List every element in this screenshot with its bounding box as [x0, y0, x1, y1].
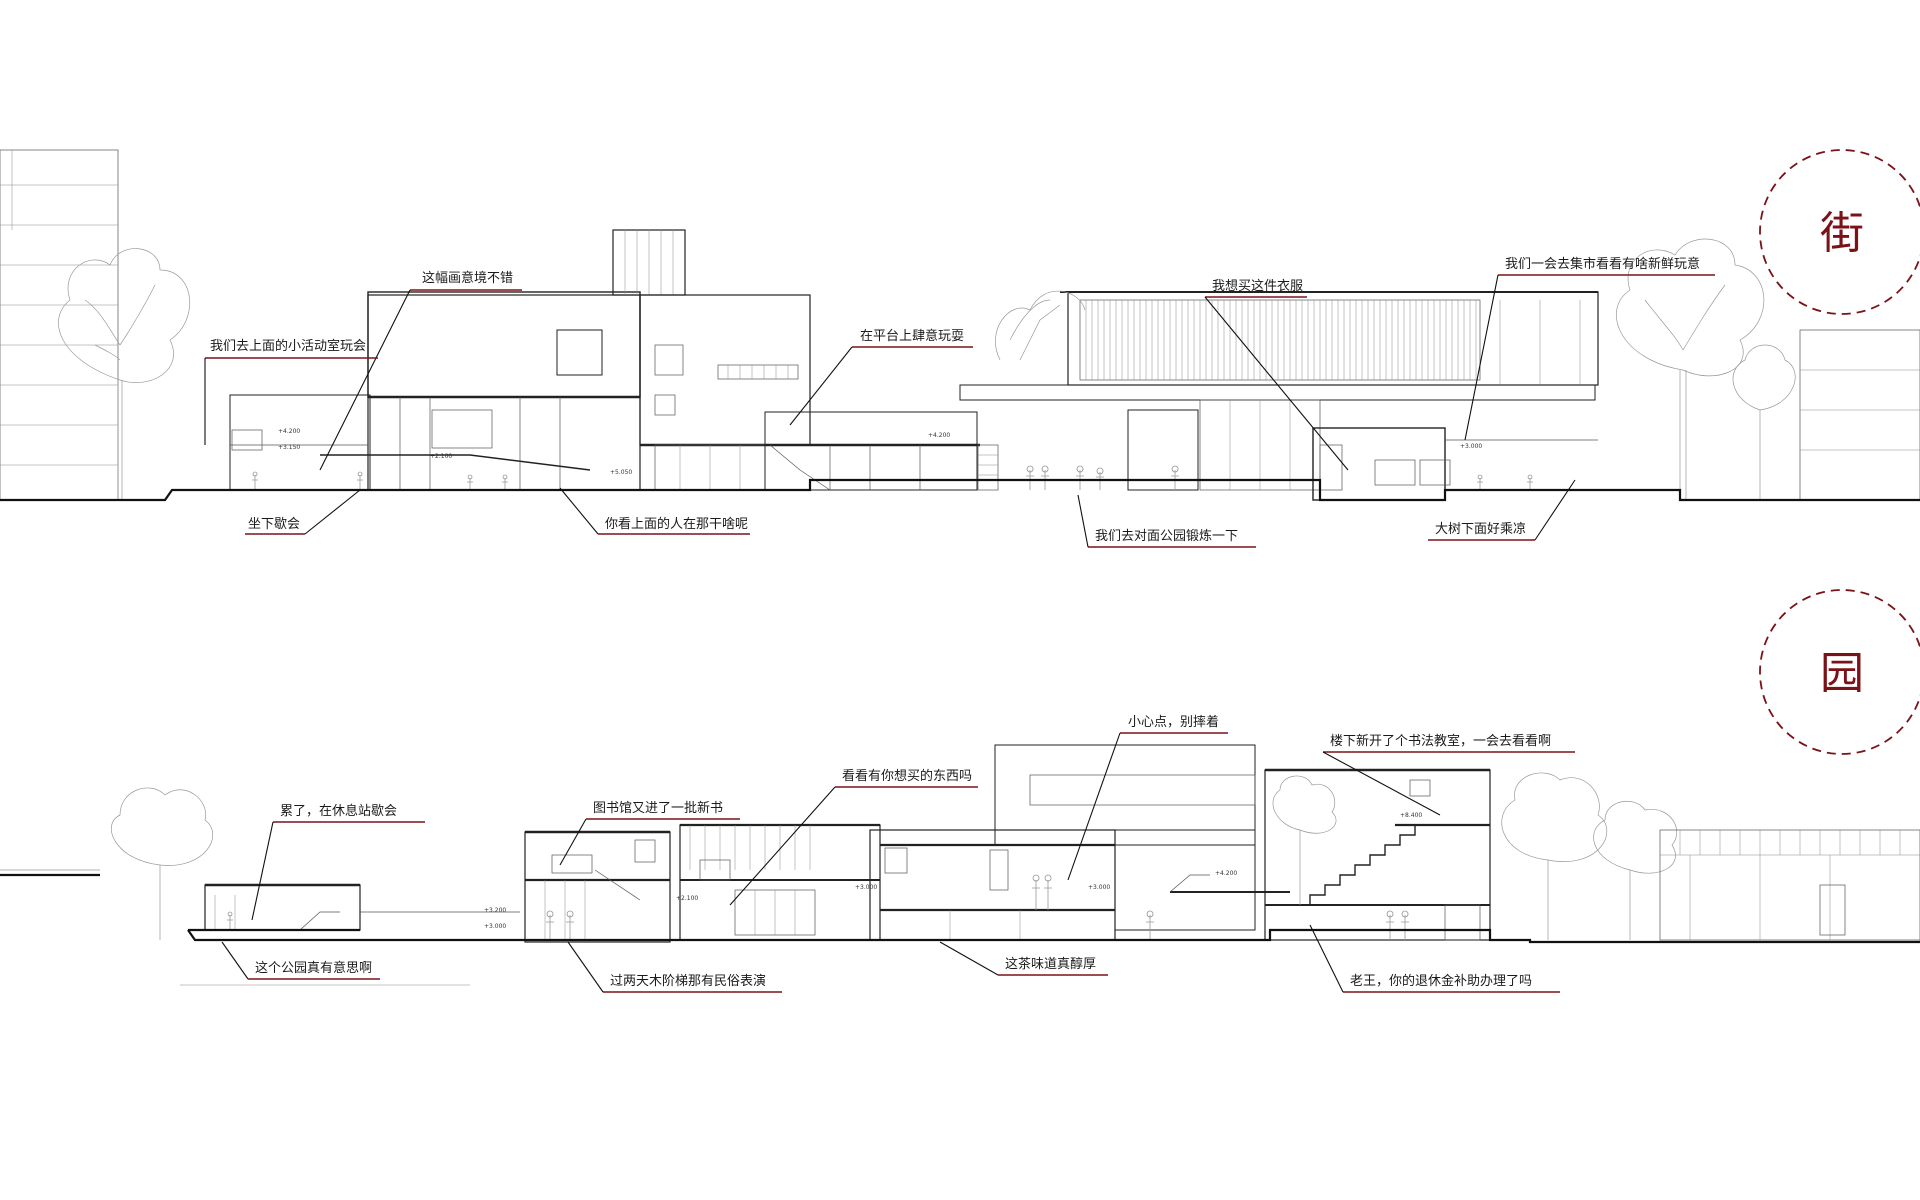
building-tower — [612, 229, 980, 491]
background-building-right — [1799, 329, 1920, 501]
annotation-bottom-6-text: 这茶味道真醇厚 — [1005, 956, 1096, 972]
annotation-top-4-text: 你看上面的人在那干啥呢 — [605, 516, 748, 532]
tree-left — [58, 248, 190, 500]
annotation-top-1-text: 这幅画意境不错 — [422, 270, 513, 286]
ground-line-top — [0, 478, 1920, 502]
dim-bottom-2: +3.000 — [484, 923, 506, 930]
annotation-top-9-text: 大树下面好乘凉 — [1435, 522, 1526, 537]
annotation-top-8-text: 我们去对面公园锻炼一下 — [1095, 529, 1238, 544]
dim-top-2: +3.150 — [278, 444, 300, 451]
annotation-top-1: 这幅画意境不错 — [319, 270, 522, 471]
calligraphy-building — [1169, 768, 1491, 941]
dim-bottom-3: +2.100 — [676, 895, 698, 902]
annotation-bottom-6: 这茶味道真醇厚 — [939, 941, 1108, 976]
annotation-bottom-1: 累了，在休息站歇会 — [251, 803, 425, 921]
annotation-bottom-3-text: 图书馆又进了一批新书 — [593, 800, 723, 816]
annotation-top-4: 你看上面的人在那干啥呢 — [559, 487, 750, 535]
building-platform — [764, 411, 999, 491]
annotation-bottom-9: 老王，你的退休金补助办理了吗 — [1309, 924, 1560, 993]
building-gallery — [229, 291, 641, 491]
park-section: +3.200 +3.000 +2.100 +3.000 +3.000 +4.20… — [0, 714, 1920, 993]
dim-top-3: +2.100 — [430, 453, 452, 460]
seal-yuan: 园 — [1759, 589, 1920, 755]
rest-station — [204, 883, 520, 931]
louvres — [1079, 299, 1481, 381]
annotation-bottom-8-text: 楼下新开了个书法教室，一会去看看啊 — [1330, 733, 1551, 749]
seal-yuan-char: 园 — [1820, 648, 1864, 699]
dim-bottom-5: +3.000 — [1088, 884, 1110, 891]
annotation-bottom-5-text: 看看有你想买的东西吗 — [842, 768, 972, 784]
people-bottom — [227, 874, 1409, 940]
annotation-top-2: 我们去上面的小活动室玩会 — [204, 338, 378, 445]
dim-top-4: +5.050 — [610, 469, 632, 476]
dim-top-5: +4.200 — [928, 432, 950, 439]
annotation-top-5-text: 在平台上肆意玩耍 — [860, 328, 964, 344]
building-market-hall — [959, 290, 1599, 501]
market-tea-building — [679, 744, 1256, 941]
dim-bottom-6: +4.200 — [1215, 870, 1237, 877]
dim-bottom-1: +3.200 — [484, 907, 506, 914]
dim-bottom-4: +3.000 — [855, 884, 877, 891]
street-section: +4.200 +3.150 +2.100 +5.050 +4.200 +3.00… — [0, 149, 1920, 548]
dim-top-1: +4.200 — [278, 428, 300, 435]
annotation-bottom-9-text: 老王，你的退休金补助办理了吗 — [1350, 973, 1532, 989]
annotation-bottom-1-text: 累了，在休息站歇会 — [280, 803, 397, 819]
annotation-top-7-text: 我们一会去集市看看有啥新鲜玩意 — [1505, 256, 1700, 272]
seal-jie-char: 街 — [1820, 208, 1864, 259]
tree-bottom-left — [0, 787, 214, 940]
annotation-bottom-5: 看看有你想买的东西吗 — [729, 768, 978, 906]
annotation-bottom-3: 图书馆又进了一批新书 — [559, 800, 740, 866]
dim-bottom-7: +8.400 — [1400, 812, 1422, 819]
annotation-bottom-2: 这个公园真有意思啊 — [221, 941, 380, 980]
annotation-top-6-text: 我想买这件衣服 — [1212, 278, 1303, 294]
dim-top-6: +3.000 — [1460, 443, 1482, 450]
seal-jie: 街 — [1759, 149, 1920, 315]
annotation-top-3-text: 坐下歇会 — [248, 517, 300, 532]
ground-line-bottom — [0, 873, 1920, 944]
library-building — [524, 830, 671, 943]
annotation-bottom-4-text: 过两天木阶梯那有民俗表演 — [610, 973, 766, 989]
annotation-top-8: 我们去对面公园锻炼一下 — [1077, 494, 1256, 548]
elevation-markers-bottom: +3.200 +3.000 +2.100 +3.000 +3.000 +4.20… — [484, 812, 1422, 930]
tree-bottom-right — [1501, 772, 1920, 941]
annotation-bottom-4: 过两天木阶梯那有民俗表演 — [567, 941, 782, 993]
elevation-markers-top: +4.200 +3.150 +2.100 +5.050 +4.200 +3.00… — [278, 428, 1482, 476]
annotation-top-6: 我想买这件衣服 — [1204, 278, 1349, 471]
annotation-top-2-text: 我们去上面的小活动室玩会 — [210, 338, 366, 354]
annotation-bottom-7: 小心点，别摔着 — [1067, 714, 1228, 881]
annotation-bottom-7-text: 小心点，别摔着 — [1128, 714, 1219, 730]
annotation-top-3: 坐下歇会 — [245, 489, 361, 535]
people-top — [252, 465, 1533, 490]
background-building-left — [0, 149, 119, 501]
tree-right — [1615, 238, 1796, 500]
annotation-top-5: 在平台上肆意玩耍 — [789, 328, 973, 426]
annotation-bottom-2-text: 这个公园真有意思啊 — [255, 960, 372, 976]
annotation-top-9: 大树下面好乘凉 — [1428, 479, 1576, 541]
annotation-bottom-8: 楼下新开了个书法教室，一会去看看啊 — [1322, 733, 1575, 816]
annotation-top-7: 我们一会去集市看看有啥新鲜玩意 — [1464, 256, 1715, 441]
